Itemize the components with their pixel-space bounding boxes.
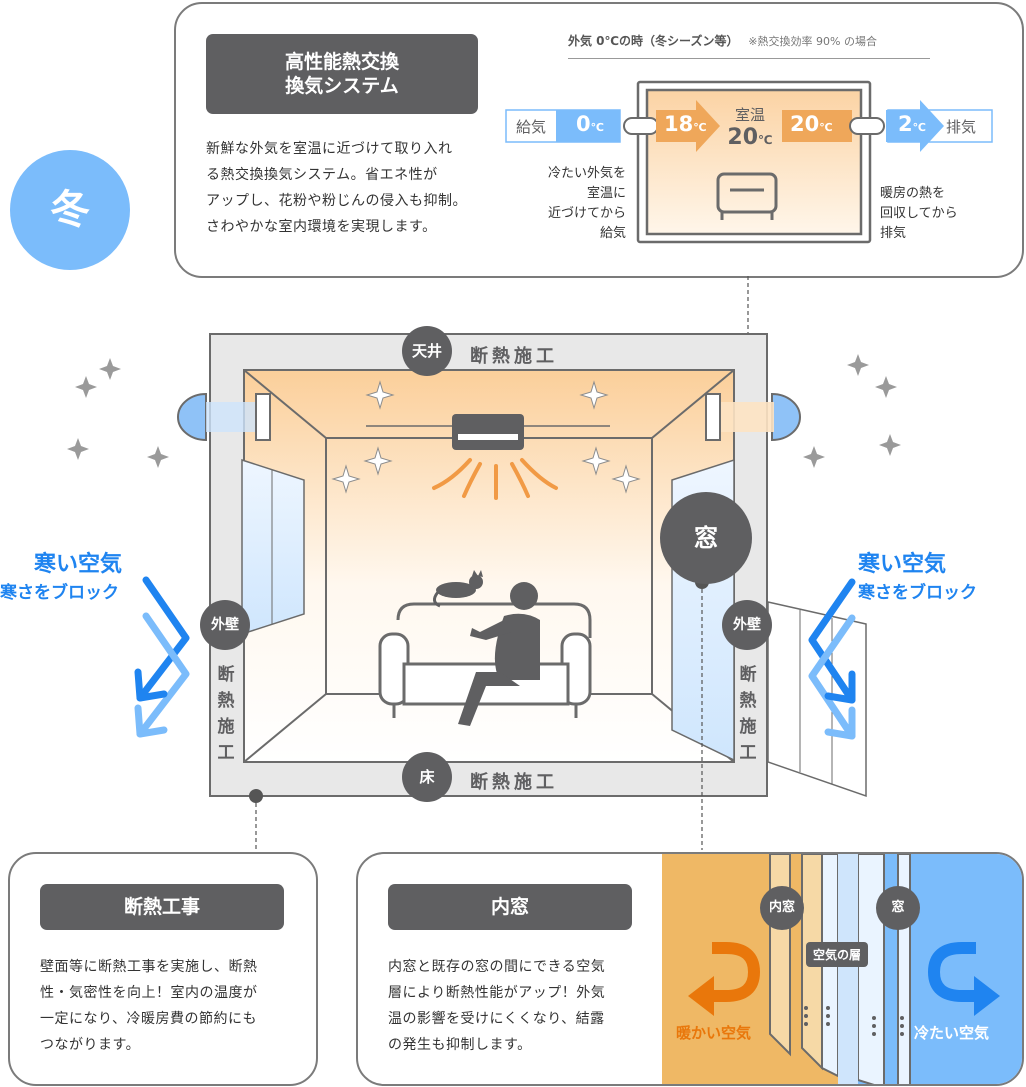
hrv-condition-row: 外気 0℃の時（冬シーズン等） ※熱交換効率 90% の場合 [568,32,930,59]
inner-window-badge: 内窓 [760,886,804,930]
room-temp-value: 20 [727,125,759,150]
cold-air-title-right: 寒い空気 [858,552,947,577]
cold-air-arrow-icon [927,942,978,1002]
hrv-condition-note: ※熱交換効率 90% の場合 [748,35,877,48]
sparkle-icons [331,380,641,494]
cold-air-label: 冷たい空気 [914,1024,990,1042]
temp-unit: ℃ [590,121,604,134]
supply-out-temp: 18℃ [664,112,707,136]
exhaust-note: 暖房の熱を 回収してから 排気 [880,186,958,241]
floor-insulation-label: 断熱施工 [470,772,558,793]
house-diagram [67,333,901,850]
inner-window-description: 内窓と既存の窓の間にできる空気 層により断熱性能がアップ！外気 温の影響を受けに… [388,959,606,1053]
supply-arrow-orange [656,100,720,152]
warm-air-arrow-icon [710,942,761,1002]
room-temp-block: 室温 20℃ [718,104,782,153]
ceiling-insulation-label: 断熱施工 [470,346,558,367]
temp-unit: ℃ [819,121,833,134]
supply-note: 冷たい外気を 室温に 近づけてから 給気 [547,166,626,241]
inner-window-diagram [662,854,1022,1084]
outer-window-badge: 窓 [876,886,920,930]
cold-air-sub-left: 寒さをブロック [0,583,119,603]
insulation-description: 壁面等に断熱工事を実施し、断熱 性・気密性を向上！室内の温度が 一定になり、冷暖… [40,959,258,1053]
inner-window-title: 内窓 [388,884,632,930]
aircon-wind [432,458,558,500]
left-wall-badge: 外壁 [200,600,250,650]
cold-air-title-left: 寒い空気 [34,552,123,577]
cat-icon [433,570,483,608]
exhaust-in-temp-value: 20 [790,112,820,136]
insulation-title: 断熱工事 [40,884,284,930]
hrv-condition: 外気 0℃の時（冬シーズン等） [568,34,739,48]
exhaust-pipe [849,117,885,135]
supply-arrow-blue [556,110,620,142]
room-label: 室温 [734,106,765,124]
right-wall-badge: 外壁 [722,600,772,650]
right-vent-icon [771,392,801,442]
left-wall-insulation-label: 断 熱 施 工 [217,665,235,763]
exhaust-arrow-blue [886,100,944,152]
cold-air-sub-right: 寒さをブロック [858,583,977,603]
window-badge: 窓 [660,492,752,584]
snow-icons [67,354,901,468]
exhaust-label: 排気 [946,118,977,136]
warm-air-label: 暖かい空気 [676,1024,752,1042]
sofa-icon [716,172,778,220]
temp-unit: ℃ [758,133,773,147]
left-vent-icon [177,392,207,442]
cold-air-arrows-left [134,576,190,738]
air-layer-label: 空気の層 [806,942,869,967]
supply-label: 給気 [516,118,547,136]
outer-window [767,601,867,798]
hrv-title-line2: 換気システム [285,75,399,97]
temp-unit: ℃ [912,121,926,134]
hrv-title-line1: 高性能熱交換 [284,51,399,73]
supply-out-temp-value: 18 [664,112,694,136]
ceiling-badge: 天井 [402,326,452,376]
supply-pipe [623,117,659,135]
supply-in-temp: 0℃ [576,112,604,136]
season-badge: 冬 [10,150,130,270]
cold-air-arrows-right [808,578,856,740]
floor-badge: 床 [402,752,452,802]
exhaust-in-temp: 20℃ [790,112,833,136]
person-icon [458,582,540,726]
hrv-description: 新鮮な外気を室温に近づけて取り入れ る熱交換換気システム。省エネ性が アップし、… [206,141,467,235]
exhaust-arrow-orange [782,110,852,142]
supply-in-temp-value: 0 [576,112,591,136]
room-temp: 20℃ [718,125,782,153]
exhaust-out-temp-value: 2 [898,112,913,136]
hrv-diagram [505,80,993,244]
temp-unit: ℃ [693,121,707,134]
hrv-title: 高性能熱交換 換気システム [206,34,478,114]
aircon-icon [452,414,524,450]
exhaust-out-temp: 2℃ [898,112,926,136]
right-wall-insulation-label: 断 熱 施 工 [739,665,757,763]
left-window [241,458,305,636]
